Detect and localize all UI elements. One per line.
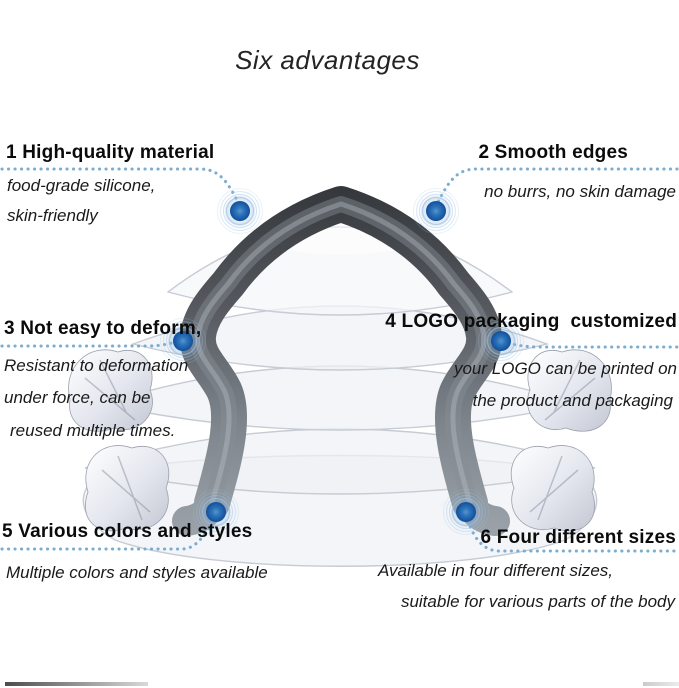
advantage-6-description-line: Available in four different sizes, [378,561,613,580]
blue-dot-marker-4 [477,317,525,365]
blue-dot-marker-2 [412,187,460,235]
blue-dot-marker-5 [192,488,240,536]
advantage-4-heading: 4 LOGO packaging customized [385,311,677,332]
advantage-2-heading: 2 Smooth edges [478,142,628,163]
page-title: Six advantages [235,45,420,75]
thumbnail-strip-left [5,682,148,686]
advantage-5-description-line: Multiple colors and styles available [6,563,268,582]
clip-band-highlight [195,201,487,506]
leader-line-6 [466,519,679,553]
leader-line-2 [436,167,679,204]
advantage-5-heading: 5 Various colors and styles [2,521,253,542]
blue-dot-marker-3 [159,317,207,365]
advantage-4-description-line: the product and packaging [472,391,673,410]
crystal-edge-left [68,349,170,532]
blue-dot-marker-6 [442,488,490,536]
advantage-6-heading: 6 Four different sizes [480,527,676,548]
clip-band-sheen [189,196,493,511]
advantage-1-heading: 1 High-quality material [6,142,215,163]
thumbnail-strip-right [643,682,679,686]
advantage-4-description-line: your LOGO can be printed on [453,359,677,378]
advantage-1-description-line: food-grade silicone, [7,176,156,195]
advantage-3-description-line: under force, can be [4,388,151,407]
markers [159,187,525,536]
clip-band-body [179,186,503,521]
leader-line-1 [0,167,240,204]
advantage-3-description-line: reused multiple times. [10,421,176,440]
leader-lines [0,167,679,553]
advantage-2-description-line: no burrs, no skin damage [484,182,676,201]
leader-line-4 [506,341,679,349]
advantage-1-description-line: skin-friendly [7,206,98,225]
advantage-3-heading: 3 Not easy to deform, [4,318,202,339]
advantage-6-description-line: suitable for various parts of the body [400,592,675,611]
advantage-3-description-line: Resistant to deformation [4,356,189,375]
blue-dot-marker-1 [216,187,264,235]
crystal-edge-right [510,349,612,532]
